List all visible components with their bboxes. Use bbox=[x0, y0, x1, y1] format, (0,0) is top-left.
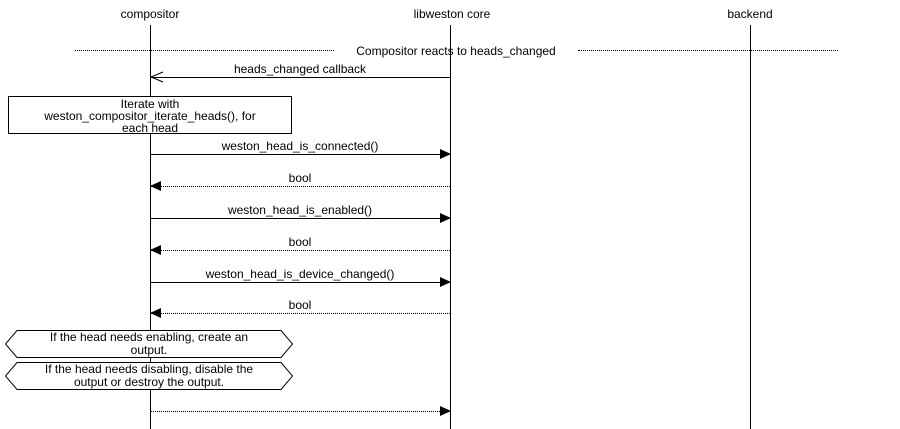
note-box: Iterate with weston_compositor_iterate_h… bbox=[8, 96, 292, 134]
message-line-weston-head-is-device-changed bbox=[150, 282, 450, 283]
message-line-return-bool-2 bbox=[150, 250, 450, 251]
hexagon-shape bbox=[5, 362, 293, 390]
filled-arrowhead-icon bbox=[150, 181, 161, 191]
condition-line: If the head needs disabling, disable the bbox=[44, 362, 254, 376]
filled-arrowhead-icon bbox=[440, 406, 451, 416]
message-line-weston-head-is-connected bbox=[150, 154, 450, 155]
condition-line: output. bbox=[130, 343, 168, 357]
participant-label-compositor: compositor bbox=[120, 7, 180, 21]
lifeline-libweston-core bbox=[450, 25, 451, 429]
message-line-return-bool-3 bbox=[150, 313, 450, 314]
note-line: Iterate with bbox=[120, 97, 180, 111]
message-label-heads-changed-callback: heads_changed callback bbox=[233, 62, 367, 76]
lifeline-backend bbox=[750, 25, 751, 429]
condition-line: If the head needs enabling, create an bbox=[49, 330, 249, 344]
filled-arrowhead-icon bbox=[440, 213, 451, 223]
participant-label-libweston-core: libweston core bbox=[413, 7, 491, 21]
lifeline-compositor bbox=[150, 25, 151, 429]
filled-arrowhead-icon bbox=[440, 149, 451, 159]
message-line-weston-head-is-enabled bbox=[150, 218, 450, 219]
message-label-weston-head-is-device-changed: weston_head_is_device_changed() bbox=[205, 267, 395, 281]
note-line: weston_compositor_iterate_heads(), for bbox=[44, 109, 256, 123]
divider-label: Compositor reacts to heads_changed bbox=[356, 44, 556, 58]
message-line-heads-changed-callback bbox=[150, 77, 450, 78]
condition-line: output or destroy the output. bbox=[73, 375, 225, 389]
message-label-return-bool-3: bool bbox=[288, 298, 312, 312]
hexagon-shape bbox=[5, 330, 293, 358]
condition-disable-output: If the head needs disabling, disable the… bbox=[5, 362, 293, 390]
filled-arrowhead-icon bbox=[440, 277, 451, 287]
divider-line-left bbox=[75, 50, 334, 51]
condition-enable-output: If the head needs enabling, create an ou… bbox=[5, 330, 293, 358]
divider-line-right bbox=[578, 50, 838, 51]
message-line-return-bool-1 bbox=[150, 186, 450, 187]
message-label-return-bool-2: bool bbox=[288, 235, 312, 249]
participant-label-backend: backend bbox=[727, 7, 773, 21]
note-line: each head bbox=[121, 121, 179, 135]
filled-arrowhead-icon bbox=[150, 245, 161, 255]
message-label-return-bool-1: bool bbox=[288, 171, 312, 185]
message-label-weston-head-is-connected: weston_head_is_connected() bbox=[221, 139, 379, 153]
message-label-weston-head-is-enabled: weston_head_is_enabled() bbox=[227, 203, 373, 217]
message-line-final-return bbox=[150, 411, 450, 412]
open-arrowhead-icon bbox=[150, 71, 164, 83]
filled-arrowhead-icon bbox=[150, 308, 161, 318]
